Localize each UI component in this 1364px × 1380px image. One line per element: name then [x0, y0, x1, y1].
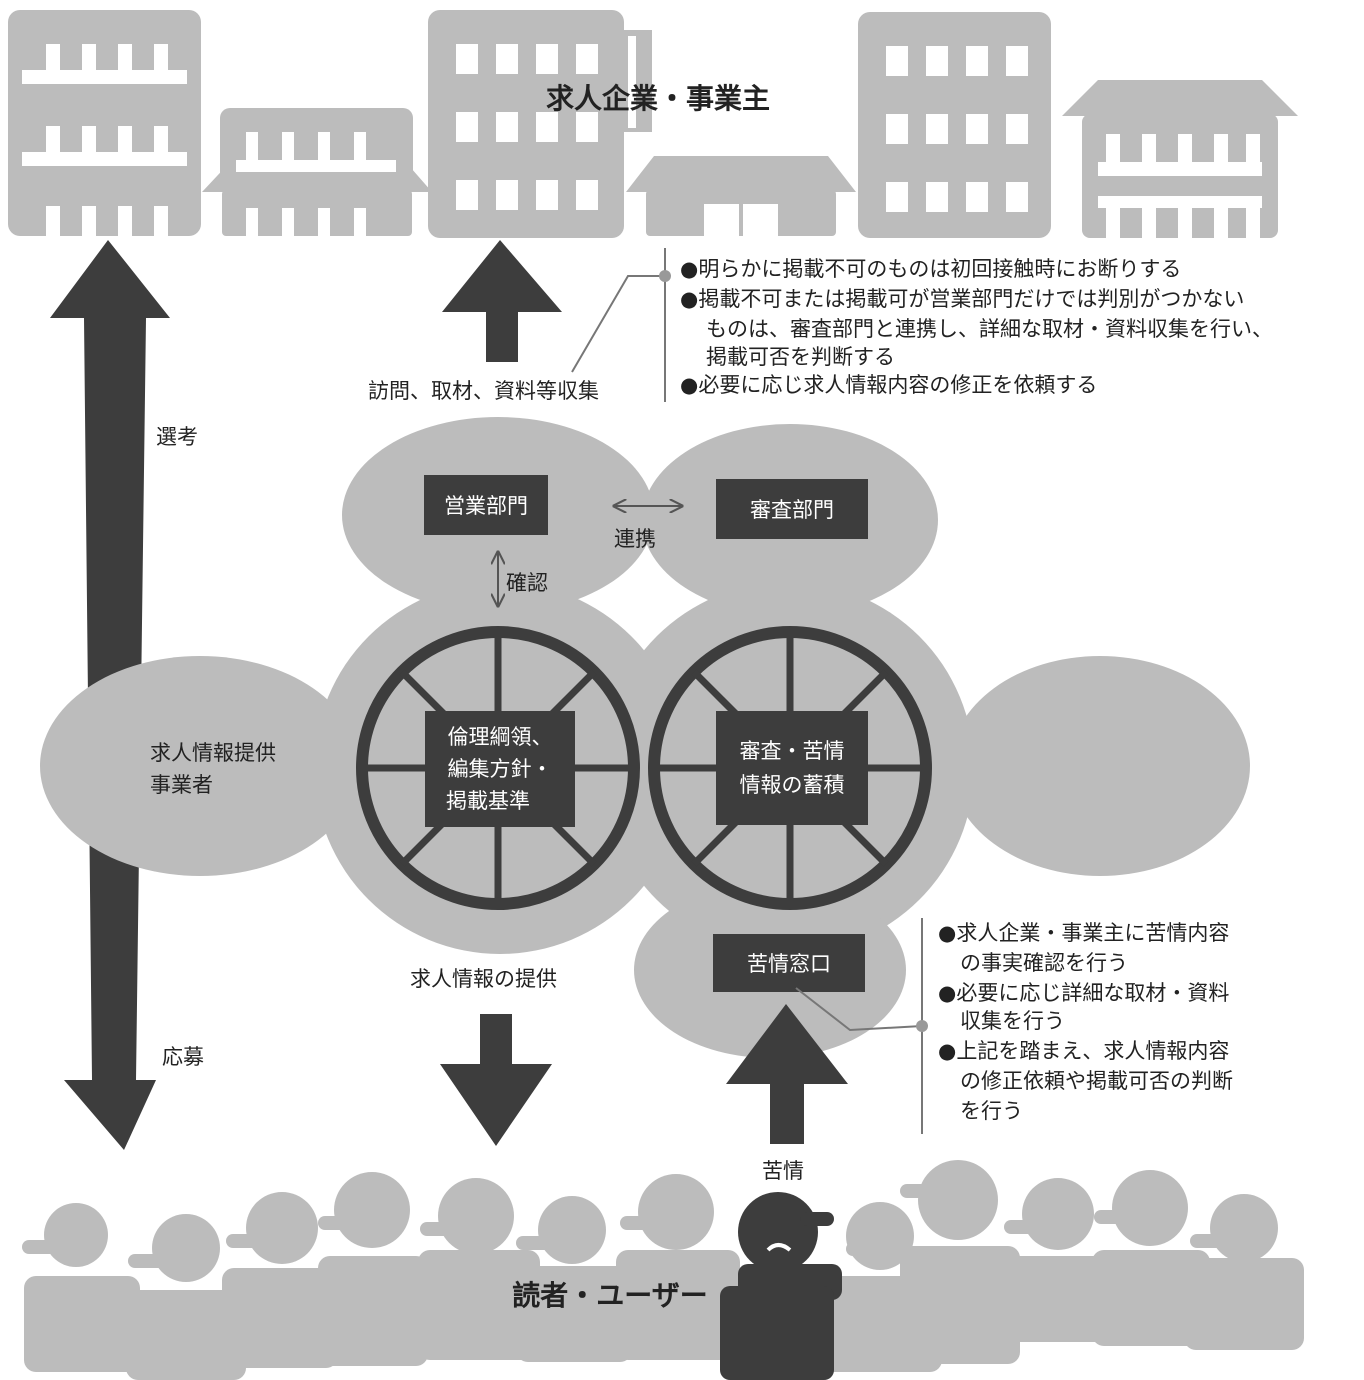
- header-title: 求人企業・事業主: [546, 82, 770, 115]
- bottom-note-1: ●求人企業・事業主に苦情内容: [938, 921, 1229, 945]
- person-icon: [418, 1178, 540, 1360]
- bottom-note-5: ●上記を踏まえ、求人情報内容: [938, 1039, 1229, 1063]
- building-icon: [8, 10, 201, 236]
- bottom-note-3: ●必要に応じ詳細な取材・資料: [938, 981, 1229, 1005]
- selection-label: 選考: [156, 425, 198, 449]
- person-icon: [222, 1192, 338, 1368]
- person-icon: [516, 1196, 632, 1362]
- top-note-4: 掲載可否を判断する: [706, 345, 895, 369]
- bottom-notes-callout: [795, 918, 928, 1134]
- visit-label: 訪問、取材、資料等収集: [368, 379, 599, 403]
- sales-department-label: 営業部門: [444, 494, 528, 518]
- person-icon: [900, 1160, 1020, 1364]
- top-note-1: ●明らかに掲載不可のものは初回接触時にお断りする: [680, 257, 1181, 281]
- users-crowd: [22, 1160, 1304, 1380]
- person-icon: [998, 1178, 1116, 1342]
- ethics-box: [425, 711, 575, 827]
- application-label: 応募: [162, 1045, 204, 1069]
- accumulation-box: [716, 711, 868, 825]
- top-note-2: ●掲載不可または掲載可が営業部門だけでは判別がつかない: [680, 287, 1244, 311]
- complaint-arrow: [726, 1004, 848, 1144]
- ethics-line1: 倫理綱領、: [448, 725, 553, 749]
- bottom-note-2: の事実確認を行う: [960, 951, 1128, 975]
- sales-department-box: [424, 475, 548, 535]
- review-department-label: 審査部門: [750, 498, 834, 522]
- person-icon: [318, 1172, 428, 1366]
- complaint-window-box: [713, 934, 865, 992]
- provide-label: 求人情報の提供: [410, 967, 557, 991]
- person-icon: [1184, 1194, 1304, 1350]
- bottom-note-4: 収集を行う: [960, 1009, 1065, 1033]
- review-department-box: [716, 479, 868, 539]
- building-icon: [202, 108, 432, 236]
- complaint-label: 苦情: [762, 1159, 804, 1183]
- provider-label-line2: 事業者: [150, 773, 213, 797]
- provider-label-line1: 求人情報提供: [150, 741, 276, 765]
- ethics-line2: 編集方針・: [448, 757, 553, 781]
- footer-title: 読者・ユーザー: [512, 1279, 707, 1312]
- complainant-person-icon: [720, 1192, 842, 1380]
- accumulation-line2: 情報の蓄積: [740, 773, 845, 797]
- building-icon: [1062, 80, 1298, 238]
- person-icon: [616, 1174, 740, 1360]
- ethics-line3: 掲載基準: [446, 789, 530, 813]
- confirm-label: 確認: [506, 571, 548, 595]
- company-buildings: [8, 10, 1298, 238]
- bottom-note-7: を行う: [960, 1099, 1023, 1123]
- bottom-note-6: の修正依頼や掲載可否の判断: [960, 1069, 1233, 1093]
- visit-arrow: [442, 240, 562, 362]
- link-label: 連携: [614, 527, 656, 551]
- top-note-5: ●必要に応じ求人情報内容の修正を依頼する: [680, 373, 1097, 397]
- person-icon: [22, 1203, 140, 1372]
- person-icon: [1092, 1170, 1210, 1346]
- top-notes-callout: [571, 248, 671, 402]
- provide-arrow: [440, 1014, 552, 1146]
- top-note-3: ものは、審査部門と連携し、詳細な取材・資料収集を行い、: [706, 317, 1273, 341]
- building-icon: [858, 12, 1051, 238]
- person-icon: [126, 1214, 246, 1380]
- accumulation-line1: 審査・苦情: [740, 739, 845, 763]
- complaint-window-label: 苦情窓口: [747, 952, 831, 976]
- building-icon: [428, 10, 652, 238]
- building-icon: [626, 156, 856, 236]
